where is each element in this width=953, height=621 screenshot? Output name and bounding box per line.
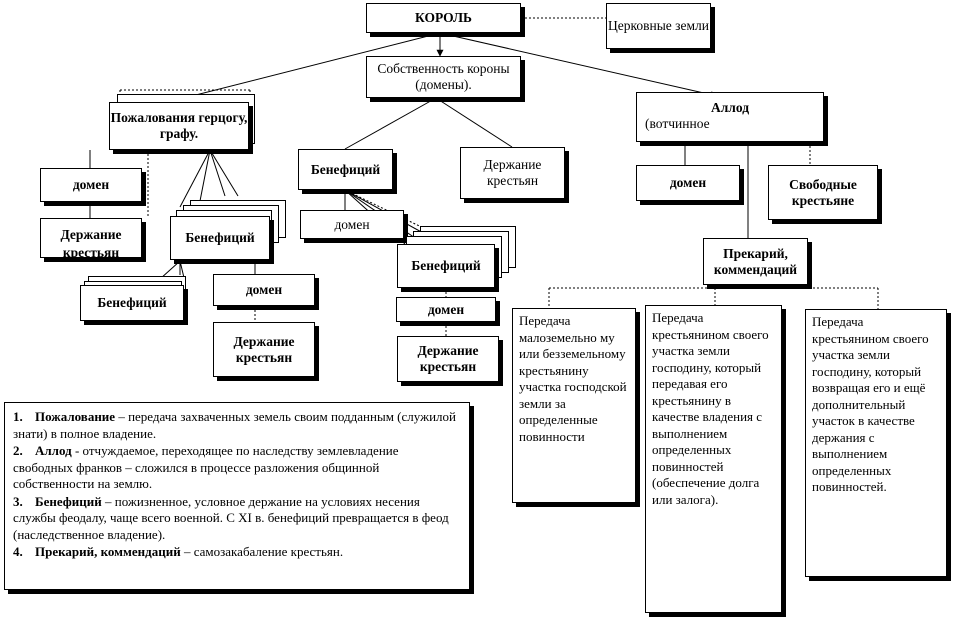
definition-number: 3. [13, 493, 23, 509]
peasant-tenure-mid-node: Держание крестьян [460, 147, 565, 199]
domain-lower-mid-label: домен [427, 301, 465, 317]
allod-label: Аллод [710, 100, 750, 115]
tenure-left-cut-label: крестьян [62, 245, 120, 258]
benefice-left-node: Бенефиций [170, 216, 270, 260]
precarium-type-3-text: Передача крестьянином своего участка зем… [812, 314, 929, 494]
peasant-tenure-mid-label: Держание крестьян [483, 157, 542, 188]
benefice-mid-node: Бенефиций [298, 149, 393, 190]
precarium-type-1: Передача малоземельно му или безземельно… [512, 308, 636, 503]
definitions-list: 1. Пожалование – передача захваченных зем… [4, 402, 470, 590]
definition-term: Аллод [35, 443, 72, 458]
definition-number: 4. [13, 544, 23, 559]
definition-number: 1. [13, 409, 23, 424]
precarium-type-1-text: Передача малоземельно му или безземельно… [519, 313, 627, 444]
benefice-far-node: Бенефиций [80, 285, 184, 321]
domain-lower-mid-node: домен [396, 297, 496, 322]
tenure-lower-left-label: Держание крестьян [233, 333, 295, 365]
precarium-type-2-text: Передача крестьянином своего участка зем… [652, 310, 769, 507]
domain-left-node: домен [40, 168, 142, 202]
definition-text: – передача захваченных земель своим подд… [13, 409, 456, 441]
benefice-left-label: Бенефиций [185, 230, 255, 245]
domain-right-node: домен [636, 165, 740, 201]
tenure-lower-mid-label: Держание крестьян [417, 343, 479, 374]
tenure-left-node: Держание крестьян [40, 218, 142, 258]
domain-lower-left-label: домен [245, 282, 283, 297]
domain-right-label: домен [669, 175, 707, 190]
church-lands-label: Церковные земли [608, 18, 709, 33]
definition-text: - отчуждаемое, переходящее по наследству… [13, 443, 399, 491]
benefice-far-label: Бенефиций [97, 295, 167, 310]
precarium-node: Прекарий, коммендаций [703, 238, 808, 285]
domain-mid-node: домен [300, 210, 404, 239]
allod-node: Аллод (вотчинное [636, 92, 824, 142]
tenure-left-label: Держание [60, 227, 122, 242]
definition-number: 2. [13, 443, 23, 458]
benefice-mid-label: Бенефиций [310, 161, 381, 177]
free-peasants-node: Свободные крестьяне [768, 165, 878, 220]
definition-text: – самозакабаление крестьян. [180, 544, 344, 559]
grants-label: Пожалования герцогу, графу. [110, 110, 248, 141]
benefice-inner-node: Бенефиций [397, 244, 495, 288]
definition-item: 4. Прекарий, коммендаций – самозакабалени… [13, 544, 459, 561]
definition-term: Бенефиций [35, 493, 102, 509]
definition-term: Прекарий, коммендаций [35, 544, 181, 559]
tenure-lower-mid-node: Держание крестьян [397, 336, 499, 382]
definition-item: 1. Пожалование – передача захваченных зем… [13, 409, 459, 442]
crown-property-node: Собственность короны (домены). [366, 56, 521, 98]
domain-mid-label: домен [334, 216, 370, 232]
definition-term: Пожалование [35, 409, 116, 424]
definition-text: – пожизненное, условное держание на усло… [13, 493, 449, 542]
king-node: КОРОЛЬ [366, 3, 521, 33]
precarium-label: Прекарий, коммендаций [713, 245, 798, 277]
tenure-lower-left-node: Держание крестьян [213, 322, 315, 377]
free-peasants-label: Свободные крестьяне [789, 176, 857, 208]
grants-node: Пожалования герцогу, графу. [109, 102, 249, 150]
precarium-type-2: Передача крестьянином своего участка зем… [645, 305, 782, 613]
domain-left-label: домен [72, 177, 110, 192]
crown-property-label: Собственность короны (домены). [377, 61, 510, 92]
domain-lower-left-node: домен [213, 274, 315, 306]
definition-item: 3. Бенефиций – пожизненное, условное держ… [13, 494, 459, 544]
precarium-type-3: Передача крестьянином своего участка зем… [805, 309, 947, 577]
king-label: КОРОЛЬ [415, 10, 472, 25]
church-lands-node: Церковные земли [606, 3, 711, 49]
benefice-inner-label: Бенефиций [411, 258, 481, 273]
definition-item: 2. Аллод - отчуждаемое, переходящее по на… [13, 443, 459, 493]
allod-sub-label: (вотчинное [645, 116, 710, 131]
